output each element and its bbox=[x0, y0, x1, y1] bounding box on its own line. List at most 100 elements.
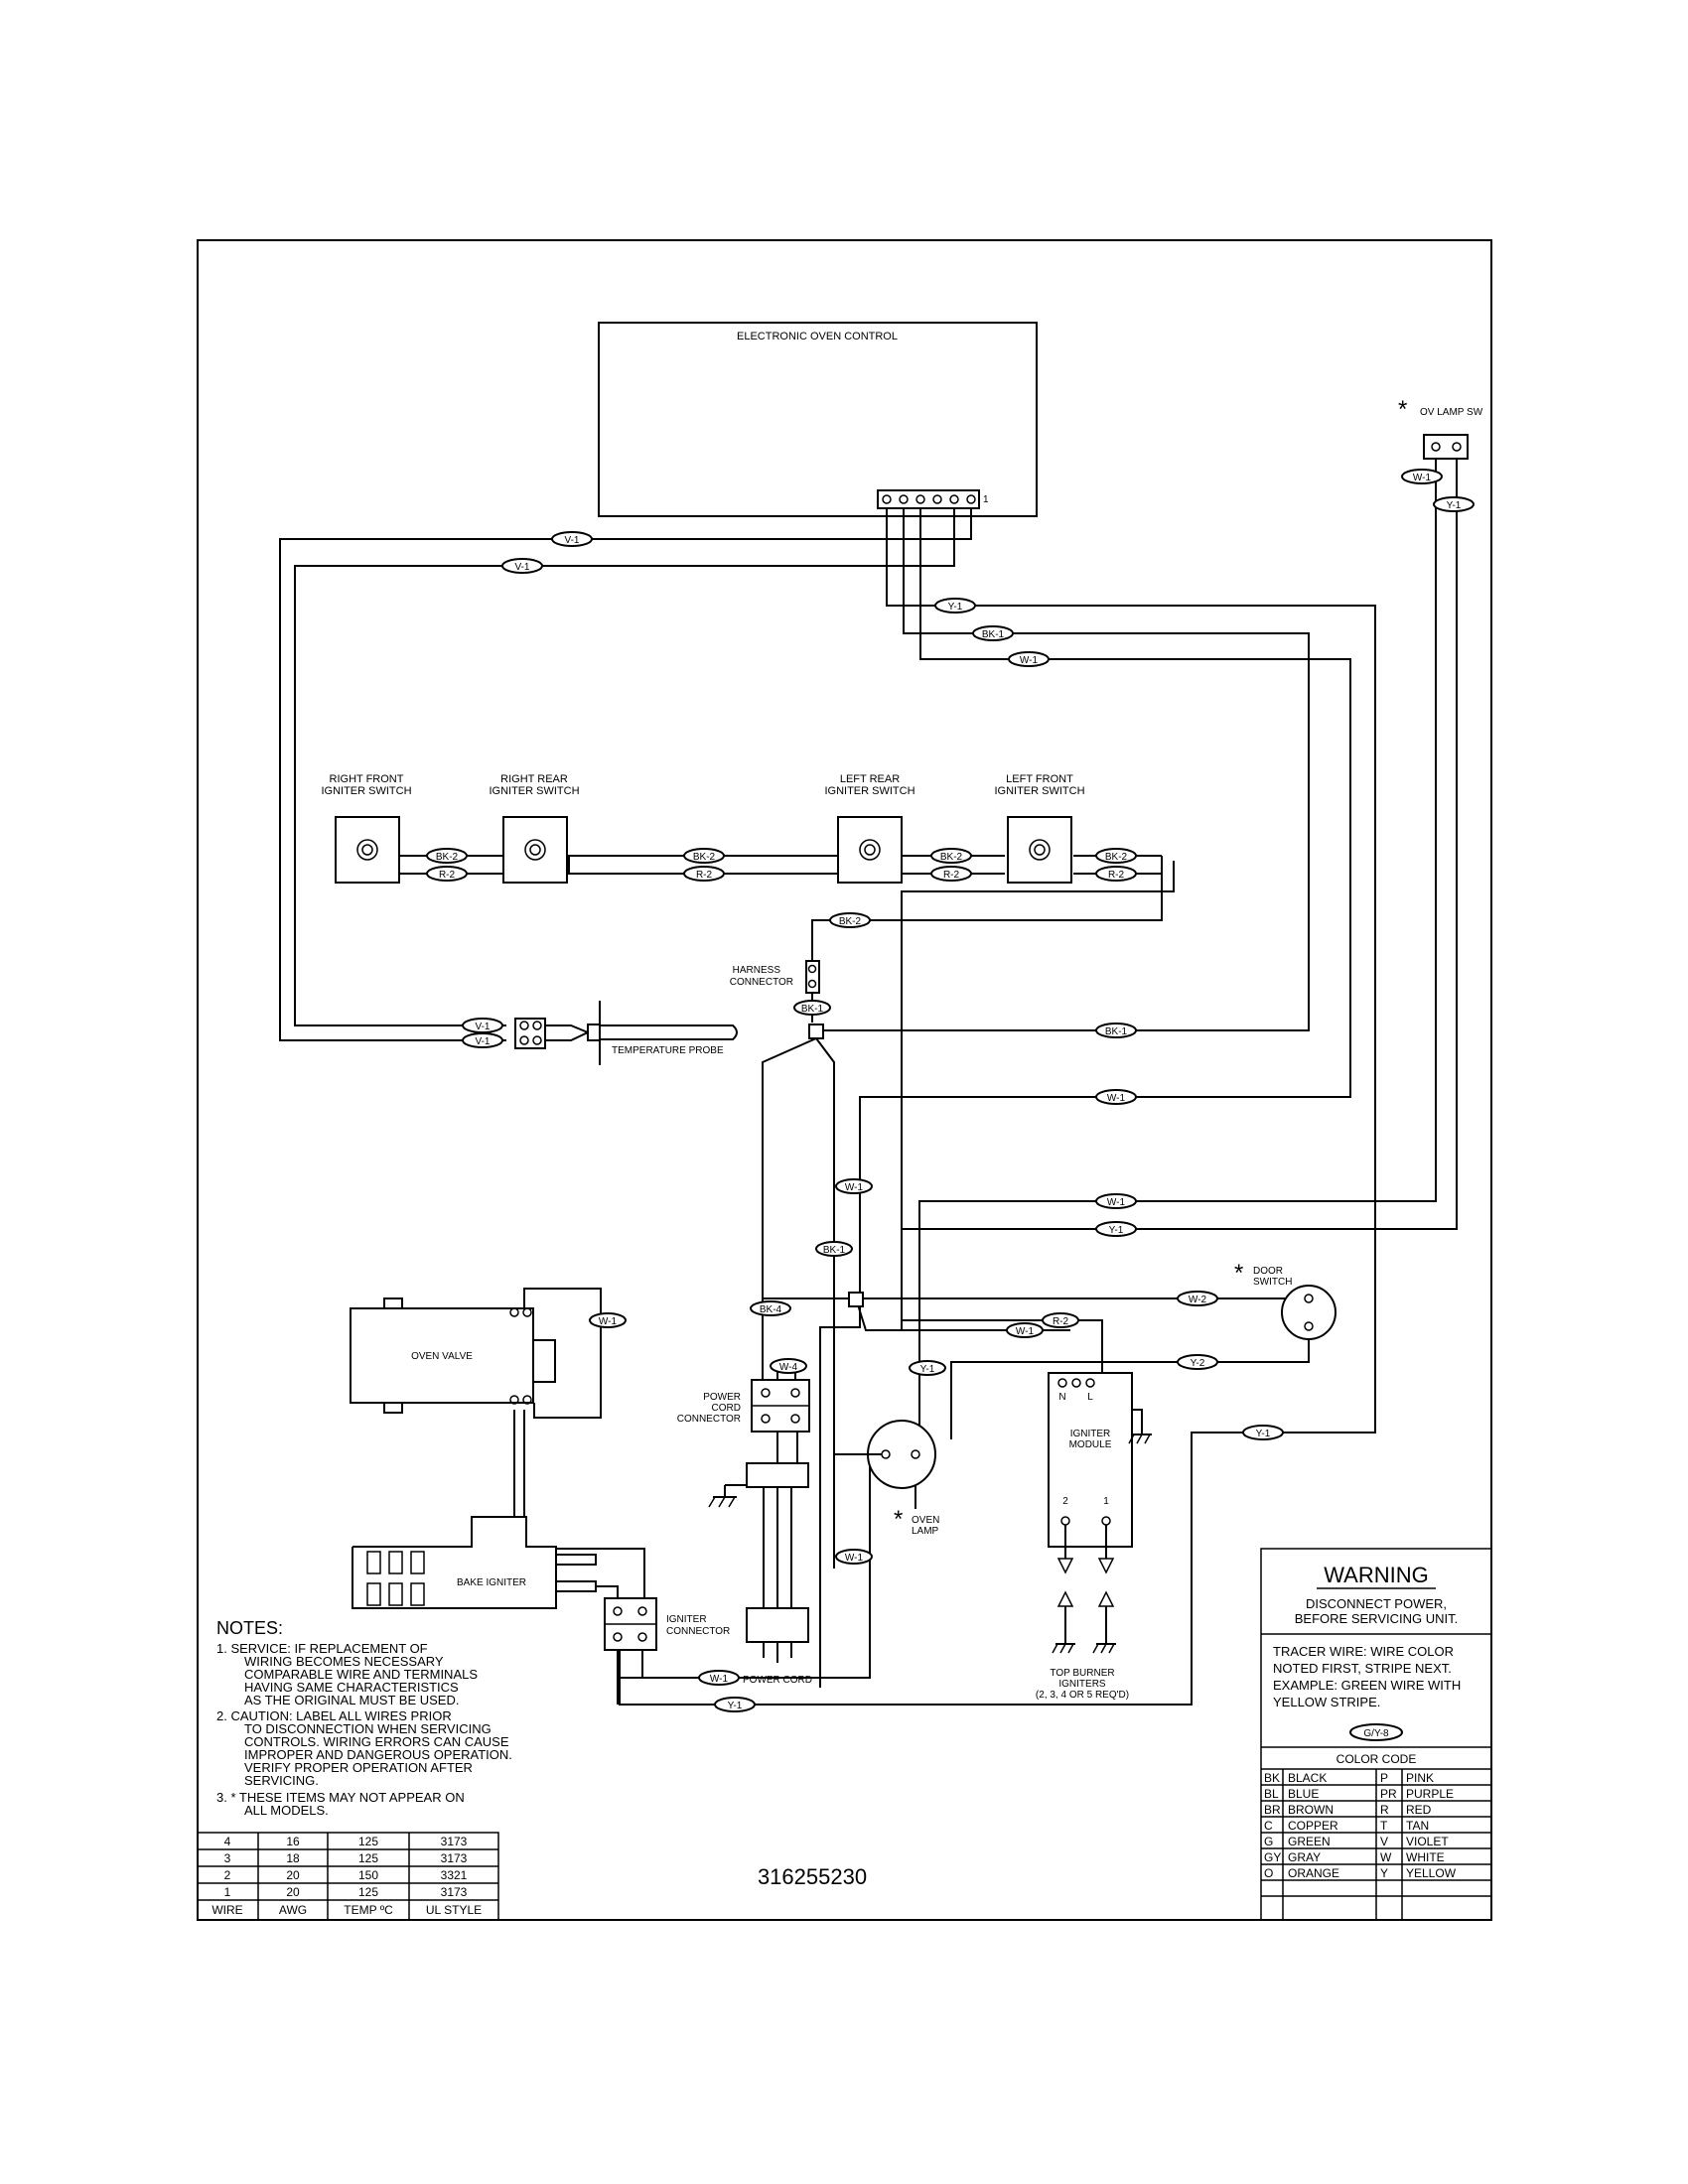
svg-text:BK-4: BK-4 bbox=[760, 1304, 782, 1315]
svg-text:LEFT FRONT: LEFT FRONT bbox=[1006, 773, 1073, 785]
bake-igniter: BAKE IGNITER bbox=[352, 1516, 597, 1609]
svg-text:SWITCH: SWITCH bbox=[1253, 1277, 1292, 1288]
svg-text:CORD: CORD bbox=[712, 1403, 741, 1414]
svg-text:G/Y-8: G/Y-8 bbox=[1363, 1728, 1389, 1739]
control-terminals bbox=[882, 494, 976, 504]
right-rear-igniter-switch: RIGHT REAR IGNITER SWITCH bbox=[489, 773, 580, 884]
tag-bk1-harness: BK-1 bbox=[793, 1000, 831, 1016]
svg-text:*: * bbox=[894, 1506, 903, 1533]
power-cord: POWER CORD bbox=[743, 1462, 812, 1686]
tag-w1-module: W-1 bbox=[1006, 1322, 1044, 1338]
svg-text:2: 2 bbox=[1062, 1496, 1068, 1507]
svg-text:3. * THESE ITEMS MAY NOT APP: 3. * THESE ITEMS MAY NOT APPEAR ON bbox=[216, 1790, 465, 1805]
svg-text:T: T bbox=[1380, 1819, 1388, 1833]
svg-text:WIRING BECOMES NECESSARY: WIRING BECOMES NECESSARY bbox=[244, 1654, 444, 1669]
tag-v1-probe-a: V-1 bbox=[462, 1018, 503, 1033]
part-number: 316255230 bbox=[758, 1864, 867, 1889]
tag-w1-right: W-1 bbox=[1095, 1089, 1137, 1105]
svg-text:BK-1: BK-1 bbox=[823, 1245, 846, 1256]
tag-bk2-c: BK-2 bbox=[930, 848, 972, 864]
svg-text:DISCONNECT POWER,: DISCONNECT POWER, bbox=[1306, 1596, 1447, 1611]
tag-r2-d: R-2 bbox=[1095, 866, 1137, 882]
svg-text:MODULE: MODULE bbox=[1069, 1439, 1112, 1450]
svg-text:AWG: AWG bbox=[279, 1903, 307, 1917]
svg-text:BLACK: BLACK bbox=[1288, 1771, 1327, 1785]
svg-text:3173: 3173 bbox=[441, 1835, 468, 1848]
svg-text:BROWN: BROWN bbox=[1288, 1803, 1334, 1817]
tag-y1-control: Y-1 bbox=[934, 598, 976, 614]
svg-text:C: C bbox=[1264, 1819, 1273, 1833]
ov-lamp-sw-label: OV LAMP SW bbox=[1420, 407, 1483, 418]
svg-text:W-2: W-2 bbox=[1189, 1295, 1207, 1305]
tag-bk1-right: BK-1 bbox=[1095, 1023, 1137, 1038]
svg-text:Y: Y bbox=[1380, 1866, 1388, 1880]
door-switch: * DOOR SWITCH bbox=[1234, 1260, 1336, 1340]
svg-text:Y-1: Y-1 bbox=[948, 602, 963, 613]
svg-text:V-1: V-1 bbox=[475, 1036, 490, 1047]
electronic-oven-control bbox=[598, 322, 1038, 517]
svg-text:V-1: V-1 bbox=[514, 562, 529, 573]
svg-text:COLOR CODE: COLOR CODE bbox=[1336, 1752, 1417, 1766]
svg-text:O: O bbox=[1264, 1866, 1273, 1880]
svg-text:W-1: W-1 bbox=[845, 1182, 864, 1193]
svg-text:BK-1: BK-1 bbox=[982, 629, 1005, 640]
svg-text:2. CAUTION: LABEL ALL WIRES: 2. CAUTION: LABEL ALL WIRES PRIOR bbox=[216, 1708, 452, 1723]
svg-text:BK-2: BK-2 bbox=[1105, 852, 1128, 863]
control-pin-1-label: 1 bbox=[983, 494, 989, 505]
svg-text:WHITE: WHITE bbox=[1406, 1850, 1445, 1864]
junction-1 bbox=[808, 1024, 824, 1039]
power-cord-connector: POWER CORD CONNECTOR bbox=[677, 1379, 810, 1433]
svg-text:CONNECTOR: CONNECTOR bbox=[666, 1626, 730, 1637]
svg-text:HARNESS: HARNESS bbox=[733, 965, 781, 976]
tag-w1-bottom: W-1 bbox=[698, 1670, 740, 1686]
svg-text:BL: BL bbox=[1264, 1787, 1279, 1801]
svg-text:1: 1 bbox=[1103, 1496, 1109, 1507]
svg-text:GY: GY bbox=[1264, 1850, 1281, 1864]
tag-w1-lampsw: W-1 bbox=[1401, 469, 1443, 484]
svg-text:PR: PR bbox=[1380, 1787, 1397, 1801]
svg-text:IGNITER SWITCH: IGNITER SWITCH bbox=[994, 785, 1084, 797]
svg-text:IGNITER SWITCH: IGNITER SWITCH bbox=[824, 785, 914, 797]
svg-text:*: * bbox=[1234, 1260, 1243, 1287]
svg-text:1: 1 bbox=[224, 1885, 231, 1899]
svg-text:3173: 3173 bbox=[441, 1885, 468, 1899]
svg-text:20: 20 bbox=[286, 1885, 300, 1899]
svg-text:V: V bbox=[1380, 1835, 1388, 1848]
svg-text:OVEN VALVE: OVEN VALVE bbox=[411, 1351, 473, 1362]
svg-text:Y-1: Y-1 bbox=[920, 1364, 935, 1375]
svg-text:POWER CORD: POWER CORD bbox=[743, 1675, 812, 1686]
tag-r2-module: R-2 bbox=[1042, 1312, 1079, 1328]
svg-text:YELLOW STRIPE.: YELLOW STRIPE. bbox=[1273, 1695, 1380, 1709]
svg-text:TO DISCONNECTION WHEN SERVICIN: TO DISCONNECTION WHEN SERVICING bbox=[244, 1721, 492, 1736]
svg-text:LEFT REAR: LEFT REAR bbox=[840, 773, 900, 785]
svg-text:W-4: W-4 bbox=[779, 1362, 798, 1373]
tag-w1-control: W-1 bbox=[1008, 651, 1050, 667]
tag-w1-lower: W-1 bbox=[835, 1549, 873, 1565]
svg-text:POWER: POWER bbox=[703, 1392, 741, 1403]
junction-2 bbox=[848, 1292, 864, 1307]
tag-y1-lampsw: Y-1 bbox=[1433, 496, 1475, 512]
svg-text:R-2: R-2 bbox=[1108, 870, 1125, 881]
harness-connector: HARNESS CONNECTOR bbox=[730, 960, 820, 994]
svg-text:BAKE IGNITER: BAKE IGNITER bbox=[457, 1577, 526, 1588]
svg-text:Y-1: Y-1 bbox=[728, 1701, 743, 1711]
control-terminal-block bbox=[877, 489, 980, 509]
svg-text:V-1: V-1 bbox=[475, 1022, 490, 1032]
svg-text:3: 3 bbox=[224, 1851, 231, 1865]
svg-text:ORANGE: ORANGE bbox=[1288, 1866, 1339, 1880]
svg-text:P: P bbox=[1380, 1771, 1388, 1785]
temperature-probe: TEMPERATURE PROBE bbox=[514, 1001, 738, 1065]
svg-text:N: N bbox=[1058, 1392, 1065, 1403]
svg-text:PINK: PINK bbox=[1406, 1771, 1434, 1785]
svg-text:3321: 3321 bbox=[441, 1868, 468, 1882]
svg-text:W-1: W-1 bbox=[1107, 1093, 1126, 1104]
svg-text:TEMPERATURE PROBE: TEMPERATURE PROBE bbox=[612, 1045, 724, 1056]
svg-text:BK-2: BK-2 bbox=[839, 916, 862, 927]
svg-text:4: 4 bbox=[224, 1835, 231, 1848]
tag-bk1-mid: BK-1 bbox=[815, 1241, 853, 1257]
svg-text:W-1: W-1 bbox=[845, 1553, 864, 1564]
svg-text:150: 150 bbox=[358, 1868, 378, 1882]
tag-v1-top: V-1 bbox=[551, 531, 593, 547]
svg-text:W-1: W-1 bbox=[1107, 1197, 1126, 1208]
svg-text:ALL MODELS.: ALL MODELS. bbox=[244, 1803, 329, 1818]
